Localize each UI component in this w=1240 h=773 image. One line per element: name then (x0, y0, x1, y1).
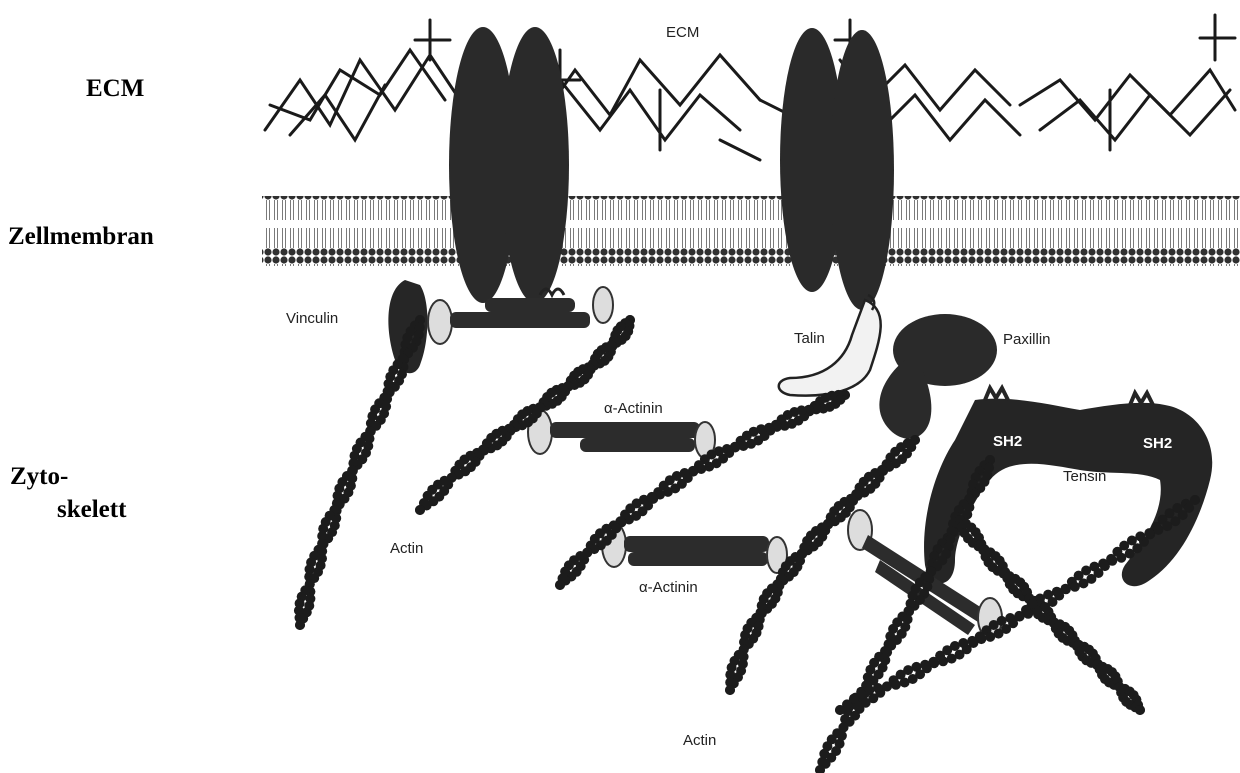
actin-bead (1052, 587, 1062, 597)
label-sh2-right: SH2 (1143, 435, 1172, 452)
actin-bead (1162, 521, 1172, 531)
alpha-actinin-lower (602, 523, 787, 573)
actin-bead (1070, 582, 1080, 592)
ecm-network (265, 15, 1235, 160)
label-actin-left: Actin (390, 540, 423, 557)
actin-bead (891, 680, 901, 690)
tensin (924, 388, 1212, 586)
actin-bead (835, 705, 845, 715)
actin-bead (873, 683, 883, 693)
actin-bead (415, 505, 425, 515)
label-alpha-actinin-bottom: α-Actinin (639, 579, 698, 596)
integrin-right (780, 28, 894, 310)
actin-bead (555, 580, 565, 590)
actin-bead (1079, 578, 1089, 588)
cell-membrane (262, 196, 1240, 266)
alpha-actinin-top (428, 287, 613, 344)
actin-bead (725, 685, 735, 695)
actin-bead (1135, 705, 1145, 715)
actin-bead (985, 632, 995, 642)
label-paxillin: Paxillin (1003, 331, 1051, 348)
actin-bead (900, 678, 910, 688)
label-talin: Talin (794, 330, 825, 347)
label-sh2-left: SH2 (993, 433, 1022, 450)
label-ecm-inner: ECM (666, 24, 699, 41)
actin-bead (295, 620, 305, 630)
actin-bead (1144, 528, 1154, 538)
label-alpha-actinin-top: α-Actinin (604, 400, 663, 417)
actin-bead (967, 636, 977, 646)
label-actin-bottom: Actin (683, 732, 716, 749)
actin-bead (1190, 495, 1200, 505)
label-vinculin: Vinculin (286, 310, 338, 327)
alpha-actinin-middle (528, 410, 715, 458)
label-tensin: Tensin (1063, 468, 1106, 485)
